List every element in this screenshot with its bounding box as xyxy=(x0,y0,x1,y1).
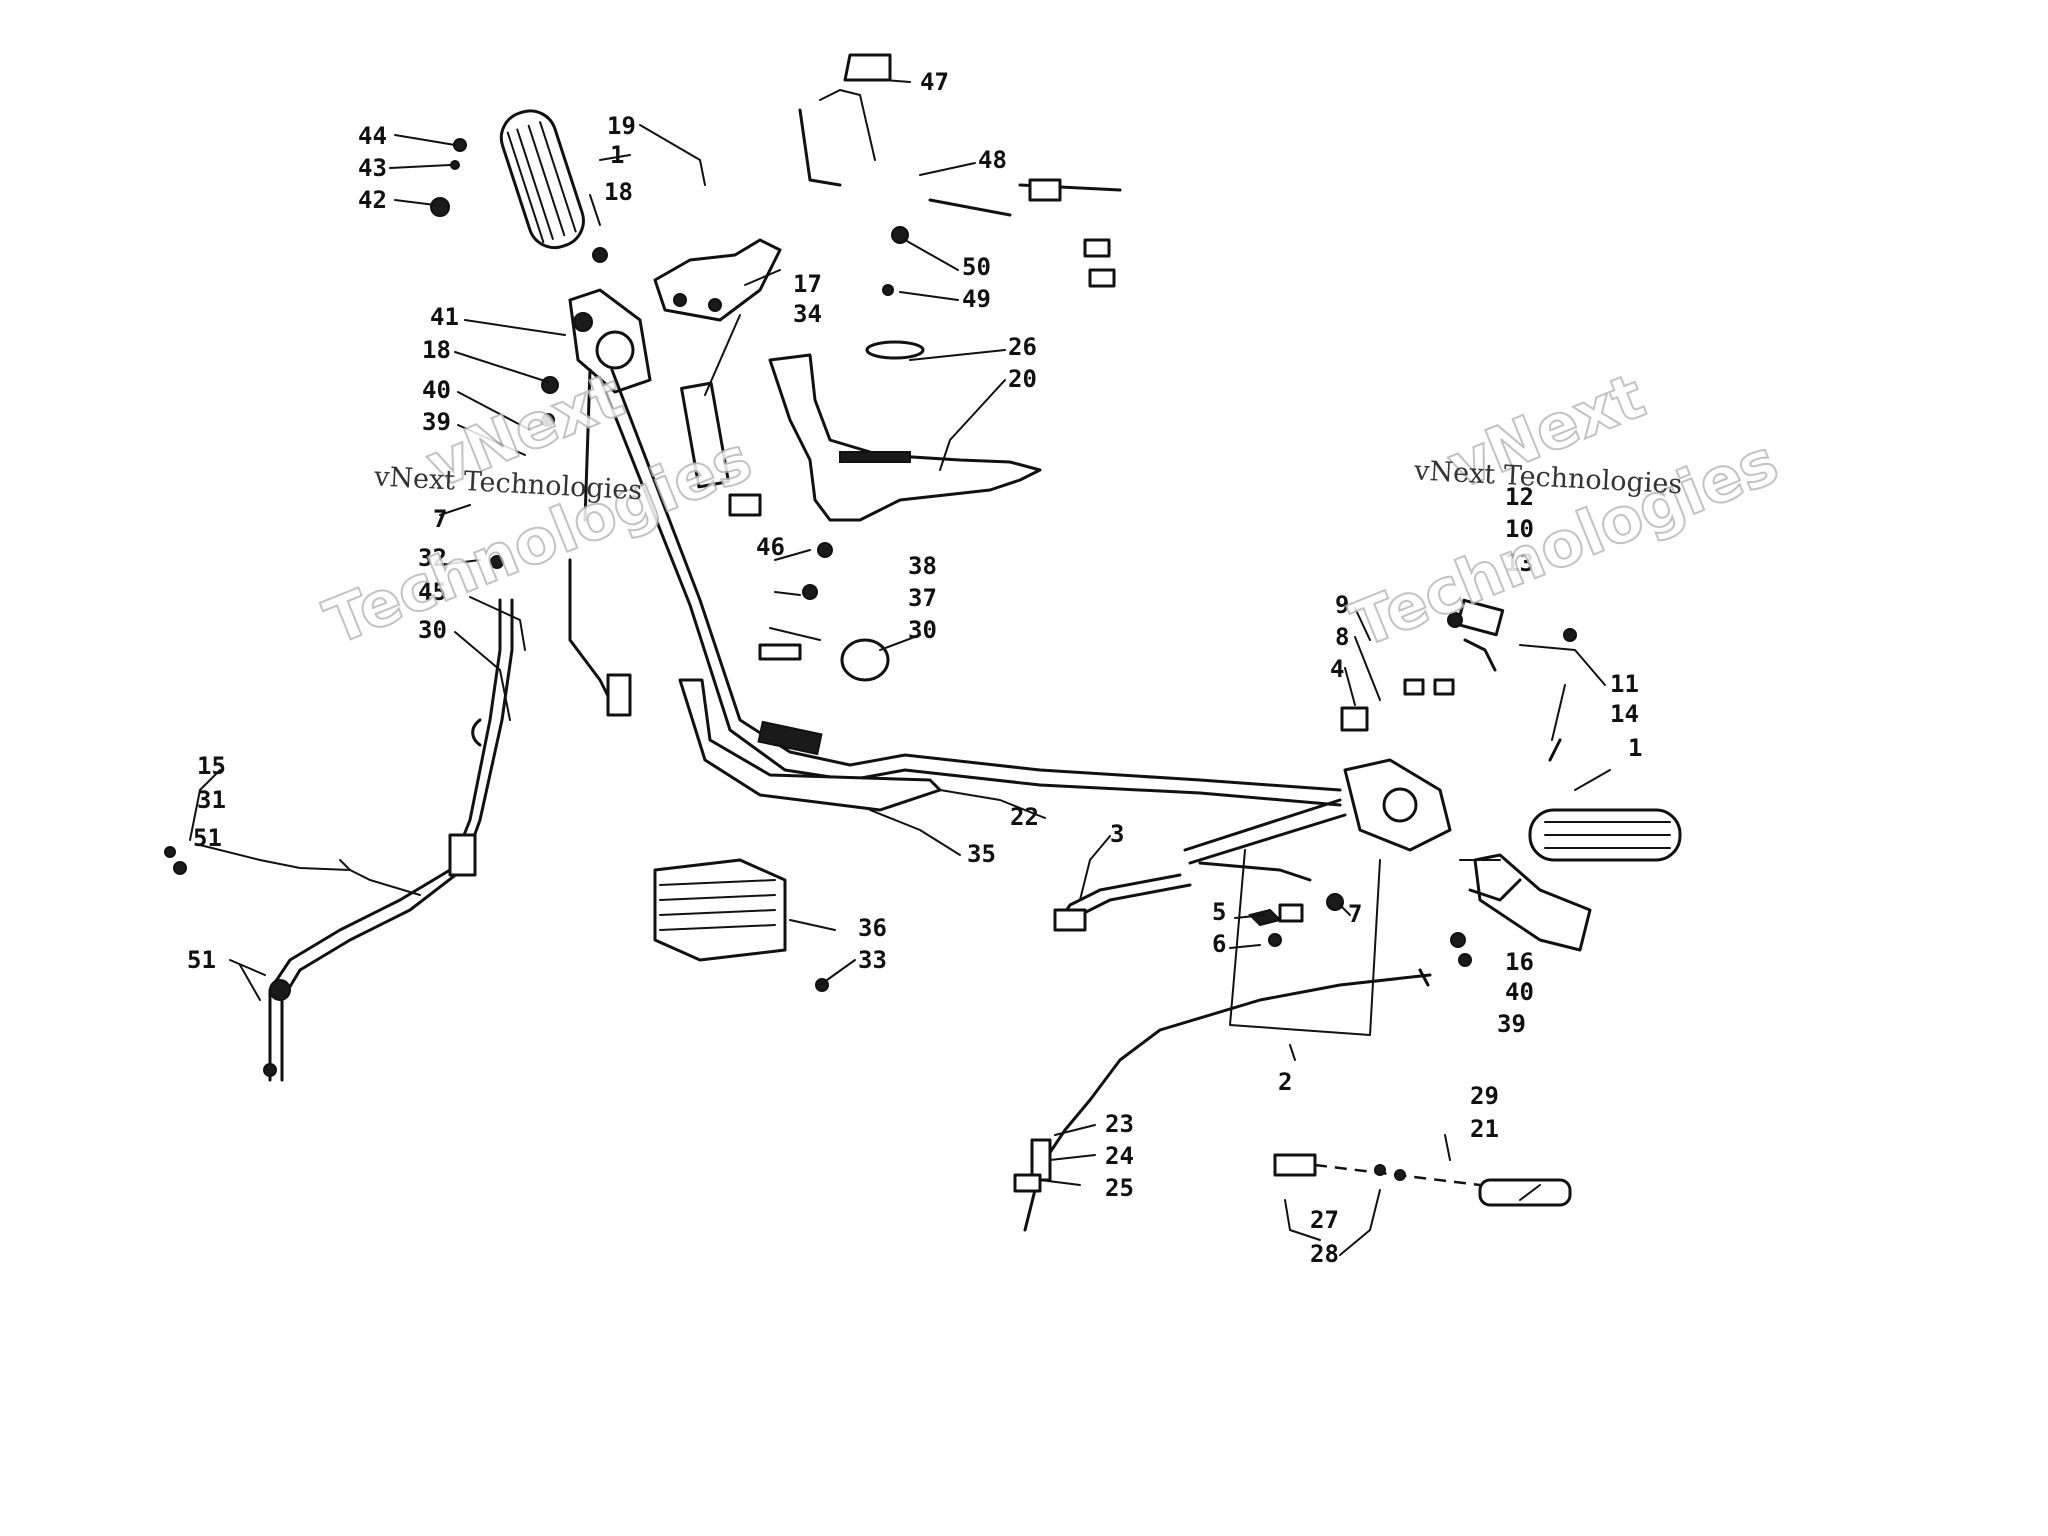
label-29: 29 xyxy=(1470,1082,1499,1110)
throttle-cable-drawing xyxy=(1013,968,1432,1232)
label-38: 38 xyxy=(908,552,937,580)
brake-lever-drawing xyxy=(1468,853,1592,952)
label-1-right: 1 xyxy=(1628,734,1642,762)
left-switch-housing-drawing xyxy=(568,288,652,394)
label-18-mid: 18 xyxy=(422,336,451,364)
label-44: 44 xyxy=(358,122,387,150)
left-grip-drawing xyxy=(499,109,585,250)
label-18-top: 18 xyxy=(604,178,633,206)
label-12: 12 xyxy=(1505,483,1534,511)
kill-switch-drawing xyxy=(1273,1153,1572,1207)
label-25: 25 xyxy=(1105,1174,1134,1202)
label-42: 42 xyxy=(358,186,387,214)
label-31: 31 xyxy=(197,786,226,814)
watermark-right: vNext Technologies vNext Technologies xyxy=(1340,358,1789,663)
hood-console-drawing xyxy=(768,340,1042,522)
label-22: 22 xyxy=(1010,803,1039,831)
right-switch-housing-drawing xyxy=(1340,706,1452,852)
label-7-left: 7 xyxy=(433,505,447,533)
label-23: 23 xyxy=(1105,1110,1134,1138)
handlebar-drawing xyxy=(598,368,1342,812)
label-20: 20 xyxy=(1008,365,1037,393)
label-39-left: 39 xyxy=(422,408,451,436)
label-47: 47 xyxy=(920,68,949,96)
label-32: 32 xyxy=(418,544,447,572)
label-10: 10 xyxy=(1505,515,1534,543)
part-labels: 44 43 42 19 1 18 17 34 47 48 50 49 26 20… xyxy=(187,68,1642,1268)
label-19: 19 xyxy=(607,112,636,140)
label-21: 21 xyxy=(1470,1115,1499,1143)
label-49: 49 xyxy=(962,285,991,313)
label-5: 5 xyxy=(1212,898,1226,926)
label-13: 13 xyxy=(1505,549,1534,577)
hardware-dots xyxy=(164,138,1577,1181)
label-48: 48 xyxy=(978,146,1007,174)
label-9: 9 xyxy=(1335,591,1349,619)
label-14: 14 xyxy=(1610,700,1639,728)
watermark-right-small: vNext Technologies xyxy=(1413,455,1683,500)
label-40-left: 40 xyxy=(422,376,451,404)
label-39-right: 39 xyxy=(1497,1010,1526,1038)
label-4: 4 xyxy=(1330,655,1344,683)
right-grip-drawing xyxy=(1528,808,1682,862)
label-33: 33 xyxy=(858,946,887,974)
label-46: 46 xyxy=(756,533,785,561)
label-37: 37 xyxy=(908,584,937,612)
right-wiring-drawing xyxy=(1053,798,1347,932)
regulator-drawing xyxy=(653,858,787,962)
throttle-lever-drawing xyxy=(653,238,782,322)
label-7-right: 7 xyxy=(1348,900,1362,928)
label-41: 41 xyxy=(430,303,459,331)
label-8: 8 xyxy=(1335,623,1349,651)
label-50: 50 xyxy=(962,253,991,281)
label-36: 36 xyxy=(858,914,887,942)
left-wiring-drawing xyxy=(199,368,632,1082)
label-34: 34 xyxy=(793,300,822,328)
label-24: 24 xyxy=(1105,1142,1134,1170)
label-51-upper: 51 xyxy=(193,824,222,852)
label-1-left: 1 xyxy=(610,141,624,169)
clamp-drawing xyxy=(471,638,890,747)
label-6: 6 xyxy=(1212,930,1226,958)
label-27: 27 xyxy=(1310,1206,1339,1234)
label-26: 26 xyxy=(1008,333,1037,361)
label-3: 3 xyxy=(1110,820,1124,848)
label-2: 2 xyxy=(1278,1068,1292,1096)
dashed-outline-drawing xyxy=(1229,849,1381,1036)
label-43: 43 xyxy=(358,154,387,182)
label-45: 45 xyxy=(418,578,447,606)
bracket-drawing xyxy=(1403,598,1562,762)
label-40-right: 40 xyxy=(1505,978,1534,1006)
label-16: 16 xyxy=(1505,948,1534,976)
watermark-left-small: vNext Technologies xyxy=(372,461,642,506)
label-15: 15 xyxy=(197,752,226,780)
label-17: 17 xyxy=(793,270,822,298)
label-11: 11 xyxy=(1610,670,1639,698)
label-30-mid: 30 xyxy=(908,616,937,644)
label-30-left: 30 xyxy=(418,616,447,644)
leader-lines xyxy=(189,79,1611,1256)
label-28: 28 xyxy=(1310,1240,1339,1268)
label-51-lower: 51 xyxy=(187,946,216,974)
label-35: 35 xyxy=(967,840,996,868)
